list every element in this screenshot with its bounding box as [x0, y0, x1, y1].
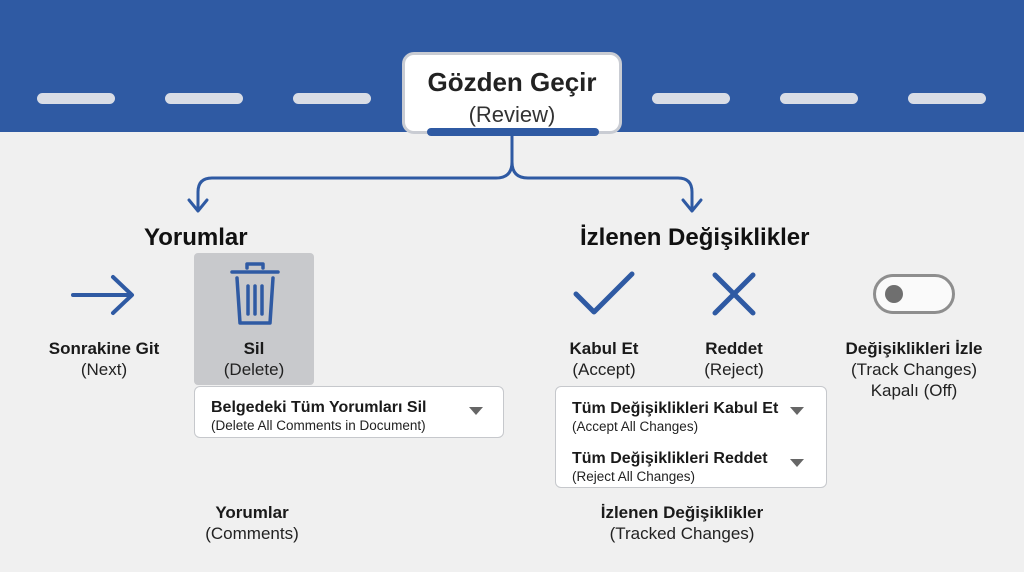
- reject-all-sublabel: (Reject All Changes): [572, 469, 696, 484]
- review-tab-box[interactable]: Gözden Geçir (Review): [402, 52, 622, 134]
- accept-button[interactable]: Kabul Et (Accept): [554, 338, 654, 380]
- track-changes-toggle[interactable]: [873, 274, 955, 314]
- tracking-footer-sublabel: (Tracked Changes): [609, 524, 755, 543]
- delete-dropdown-menu: Belgedeki Tüm Yorumları Sil (Delete All …: [194, 386, 504, 438]
- banner-dash: [780, 93, 858, 104]
- chevron-down-icon[interactable]: [469, 407, 483, 415]
- accept-all-sublabel: (Accept All Changes): [572, 419, 699, 434]
- comments-footer-label: Yorumlar: [215, 503, 289, 522]
- delete-button[interactable]: [194, 253, 314, 385]
- track-changes-sublabel: (Track Changes): [851, 360, 977, 379]
- accept-all-changes-item[interactable]: Tüm Değişiklikleri Kabul Et (Accept All …: [572, 399, 778, 435]
- checkmark-icon[interactable]: [572, 270, 636, 323]
- delete-sublabel: (Delete): [223, 360, 285, 379]
- delete-all-comments-sublabel: (Delete All Comments in Document): [211, 418, 426, 433]
- connector-left: [196, 134, 514, 212]
- reject-sublabel: (Reject): [704, 360, 764, 379]
- banner-dash: [293, 93, 371, 104]
- reject-label: Reddet: [705, 339, 763, 358]
- review-subtitle: (Review): [468, 102, 556, 127]
- reject-all-changes-item[interactable]: Tüm Değişiklikleri Reddet (Reject All Ch…: [572, 449, 768, 485]
- banner-dash: [908, 93, 986, 104]
- chevron-down-icon[interactable]: [790, 459, 804, 467]
- tracking-footer-label: İzlenen Değişiklikler: [600, 503, 764, 522]
- accept-sublabel: (Accept): [572, 360, 636, 379]
- accept-label: Kabul Et: [569, 339, 639, 358]
- tracking-group-title: İzlenen Değişiklikler: [580, 224, 810, 251]
- tracking-dropdown-menu: Tüm Değişiklikleri Kabul Et (Accept All …: [555, 386, 827, 488]
- banner-dash: [37, 93, 115, 104]
- track-changes-state: Kapalı (Off): [870, 381, 958, 400]
- banner-dash: [652, 93, 730, 104]
- comments-footer-sublabel: (Comments): [205, 524, 299, 543]
- review-title: Gözden Geçir: [427, 67, 597, 97]
- comments-footer: Yorumlar (Comments): [172, 502, 332, 544]
- trash-icon: [230, 262, 280, 331]
- banner-dash: [165, 93, 243, 104]
- chevron-down-icon[interactable]: [790, 407, 804, 415]
- toggle-icon: [885, 285, 903, 303]
- next-button[interactable]: Sonrakine Git (Next): [40, 338, 168, 380]
- reject-button[interactable]: Reddet (Reject): [684, 338, 784, 380]
- x-icon[interactable]: [710, 270, 758, 323]
- arrow-right-icon[interactable]: [70, 272, 136, 323]
- track-changes-label: Değişiklikleri İzle: [845, 339, 983, 358]
- next-sublabel: (Next): [80, 360, 128, 379]
- arrowhead-left: [187, 198, 209, 213]
- tracking-footer: İzlenen Değişiklikler (Tracked Changes): [572, 502, 792, 544]
- reject-all-label: Tüm Değişiklikleri Reddet: [572, 450, 768, 467]
- connector-right: [510, 160, 694, 212]
- arrowhead-right: [681, 198, 703, 213]
- delete-all-comments-item[interactable]: Belgedeki Tüm Yorumları Sil (Delete All …: [211, 398, 426, 434]
- delete-all-comments-label: Belgedeki Tüm Yorumları Sil: [211, 399, 427, 416]
- next-label: Sonrakine Git: [48, 339, 160, 358]
- delete-label: Sil: [243, 339, 265, 358]
- accept-all-label: Tüm Değişiklikleri Kabul Et: [572, 400, 779, 417]
- comments-group-title: Yorumlar: [144, 224, 248, 251]
- active-tab-indicator: [427, 128, 599, 136]
- delete-label-group: Sil (Delete): [194, 338, 314, 380]
- track-changes-label-group: Değişiklikleri İzle (Track Changes) Kapa…: [834, 338, 994, 401]
